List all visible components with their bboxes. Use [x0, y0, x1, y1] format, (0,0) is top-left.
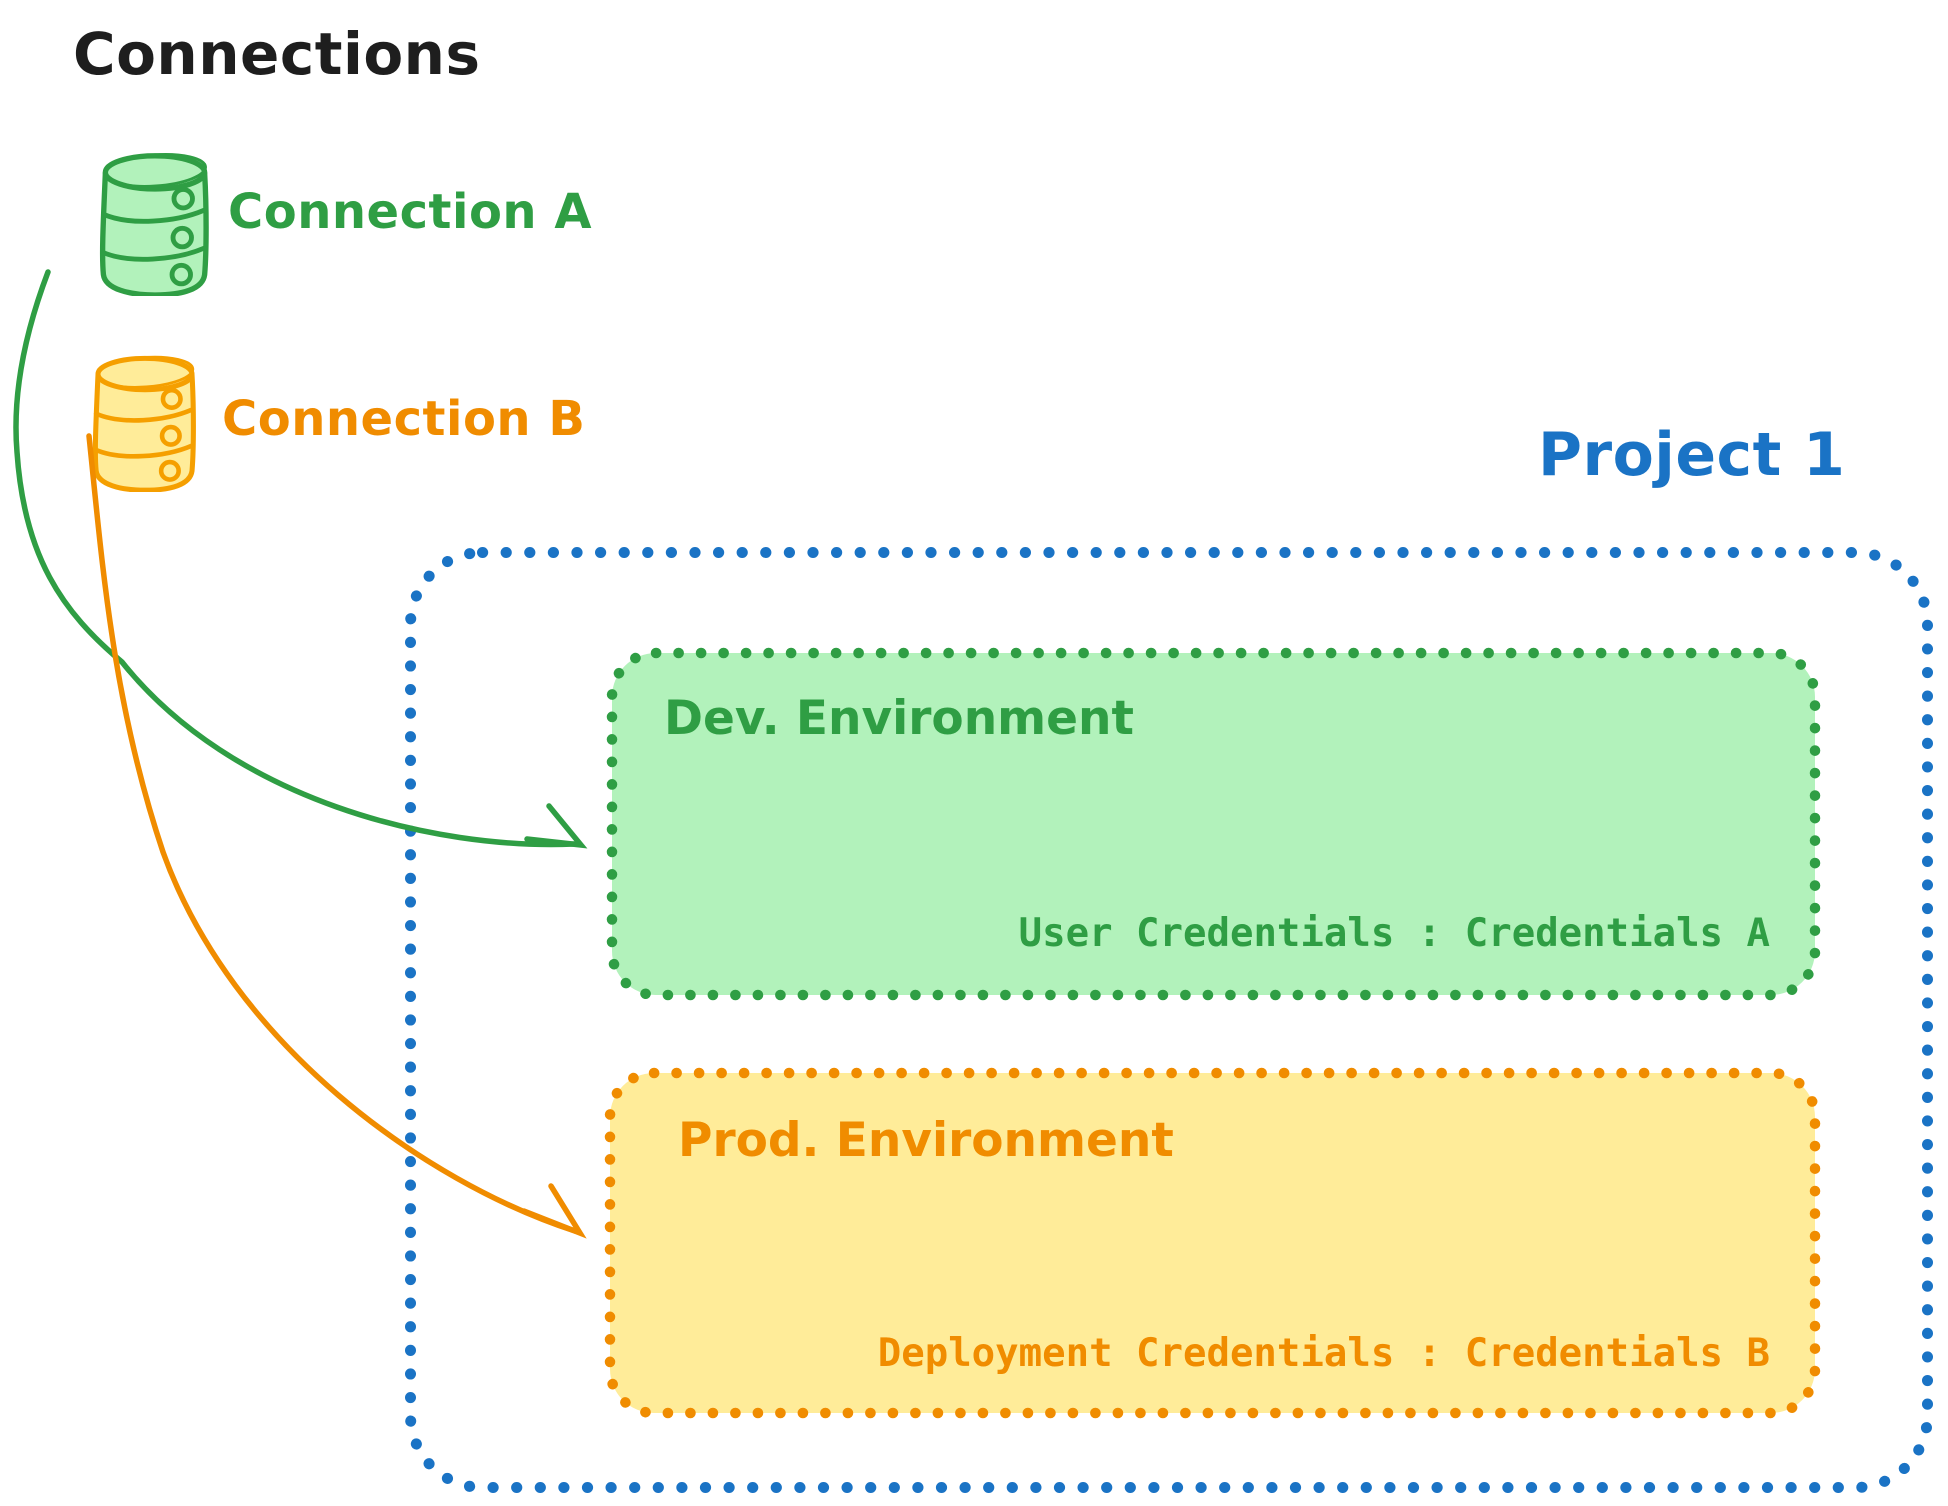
connection-b-label: Connection B	[222, 391, 586, 447]
connection-a-label: Connection A	[228, 184, 592, 240]
dev-environment-title: Dev. Environment	[664, 691, 1134, 746]
prod-environment-title: Prod. Environment	[678, 1113, 1174, 1168]
arrow-connection-b-to-prod	[86, 433, 587, 1239]
connections-heading: Connections	[73, 20, 481, 88]
database-icon	[99, 153, 209, 296]
dev-environment-credentials: User Credentials : Credentials A	[1018, 911, 1770, 956]
dev-environment-box: Dev. Environment User Credentials : Cred…	[612, 653, 1815, 995]
project-title: Project 1	[1538, 420, 1846, 490]
database-icon	[92, 355, 196, 492]
prod-environment-box: Prod. Environment Deployment Credentials…	[610, 1073, 1815, 1413]
prod-environment-credentials: Deployment Credentials : Credentials B	[877, 1331, 1770, 1376]
